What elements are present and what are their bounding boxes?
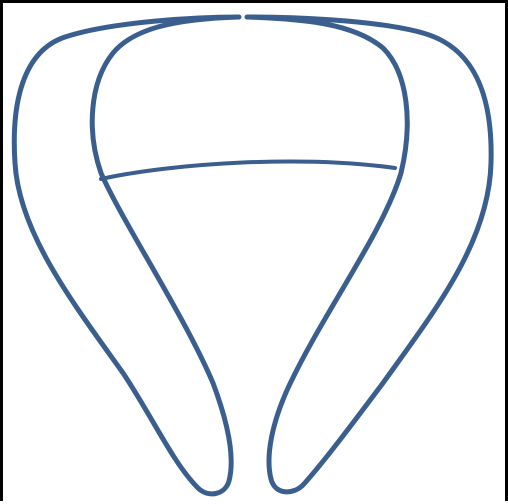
left-outer-loop <box>14 17 239 494</box>
right-outer-loop <box>247 17 491 492</box>
diagram-svg <box>3 3 508 504</box>
crossbar-line <box>101 162 395 179</box>
